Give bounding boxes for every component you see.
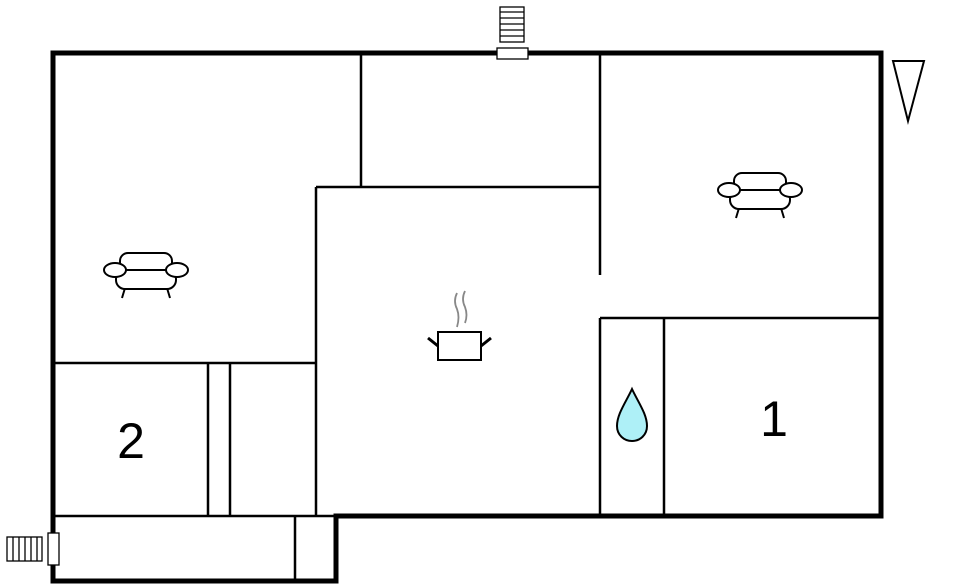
stairs-icon <box>6 536 43 562</box>
water-drop-icon <box>615 386 649 443</box>
room-label-2: 2 <box>117 413 145 469</box>
entrance-door <box>496 47 529 60</box>
stairs-icon <box>499 6 525 43</box>
sofa-icon <box>717 172 803 219</box>
side-door <box>47 532 60 566</box>
sofa-icon <box>103 252 189 299</box>
cooking-pot-icon <box>427 290 492 361</box>
north-arrow-icon <box>891 60 926 125</box>
interior-walls <box>53 53 881 581</box>
room-label-1: 1 <box>760 391 788 447</box>
